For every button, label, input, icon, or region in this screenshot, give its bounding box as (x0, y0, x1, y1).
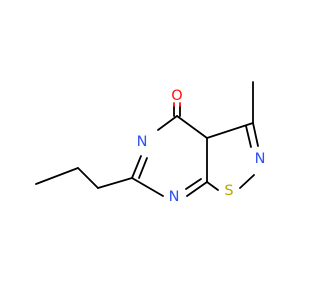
ring-bond (252, 122, 259, 147)
propyl-bond (77, 167, 99, 189)
ring-bond (131, 155, 142, 179)
ring-double-bond (245, 125, 252, 148)
ring-double-bond (138, 157, 148, 179)
ring-bond (157, 115, 178, 131)
ring-bond (186, 181, 208, 197)
ring-bond (176, 115, 208, 139)
bond-lines (35, 81, 259, 197)
ring-bond (239, 174, 255, 189)
ring-bond (206, 181, 219, 191)
oxygen-atom-label: O (171, 88, 182, 104)
propyl-bond (35, 167, 79, 185)
atom-labels: O N N N S (137, 88, 266, 205)
chemical-structure: O N N N S (35, 81, 266, 205)
sulfur-atom-label: S (224, 183, 233, 199)
nitrogen-atom-label: N (255, 151, 266, 167)
ring-bond (206, 122, 254, 139)
nitrogen-atom-label: N (137, 134, 148, 150)
nitrogen-atom-label: N (169, 189, 180, 205)
propyl-bond (97, 177, 133, 189)
ring-double-bond (185, 178, 202, 190)
ring-bond (131, 177, 164, 197)
